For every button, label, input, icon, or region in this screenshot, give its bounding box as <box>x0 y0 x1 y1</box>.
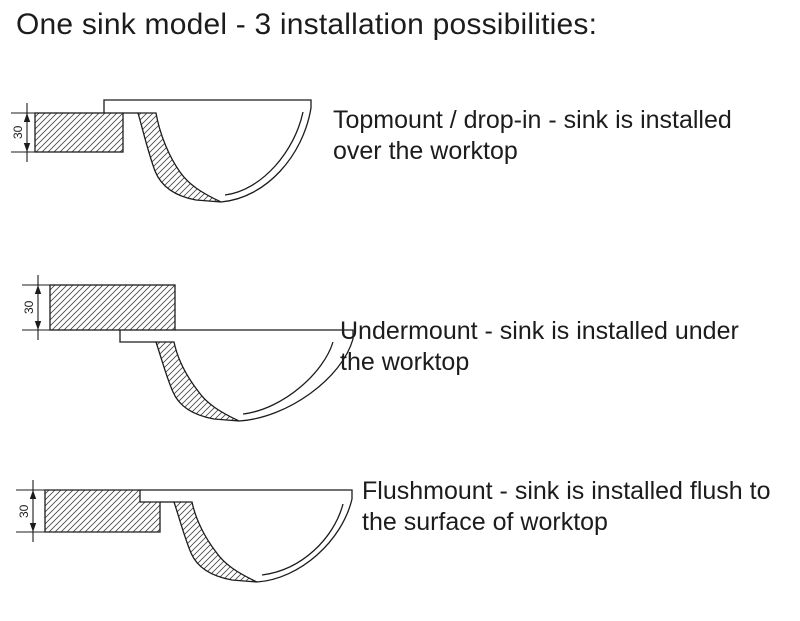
dimension: 30 <box>22 275 54 340</box>
dimension-arrow-down <box>29 523 37 532</box>
flushmount-caption: Flushmount - sink is installed flush to … <box>362 477 771 536</box>
flushmount-diagram: 30 <box>16 480 353 583</box>
dimension-label: 30 <box>22 300 36 314</box>
sink-profile <box>119 329 354 422</box>
worktop-section <box>34 112 124 153</box>
worktop-section <box>49 284 176 331</box>
page-title: One sink model - 3 installation possibil… <box>16 8 598 41</box>
undermount-caption: Undermount - sink is installed under the… <box>340 317 739 376</box>
dimension-arrow-up <box>34 285 42 294</box>
dimension-arrow-up <box>29 490 37 499</box>
topmount-diagram: 30 <box>11 99 312 203</box>
dimension-arrow-up <box>23 113 31 122</box>
undermount-diagram: 30 <box>22 275 354 422</box>
dimension-arrow-down <box>23 143 31 152</box>
worktop-section <box>44 489 161 533</box>
dimension: 30 <box>16 480 49 542</box>
sink-profile <box>103 99 312 203</box>
topmount-caption: Topmount / drop-in - sink is installed o… <box>333 106 732 165</box>
dimension-arrow-down <box>34 321 42 330</box>
dimension-label: 30 <box>11 125 25 139</box>
dimension-label: 30 <box>17 504 31 518</box>
sink-profile <box>140 489 353 583</box>
dimension: 30 <box>11 103 39 162</box>
